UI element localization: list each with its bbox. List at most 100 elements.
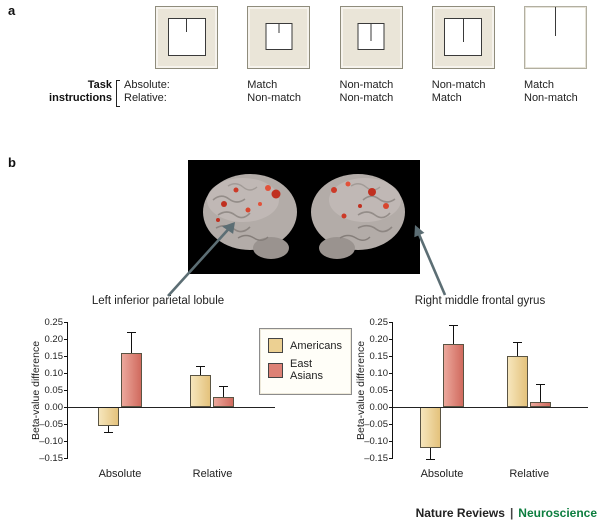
stimulus-frame [167, 17, 206, 56]
stimulus-box-2 [247, 6, 311, 69]
y-tick-mark [64, 389, 68, 391]
task-instructions-line1: Task [87, 79, 112, 91]
x-tick-label: Absolute [420, 468, 464, 480]
y-tick-label: –0.10 [39, 435, 63, 447]
y-tick-mark [64, 440, 68, 442]
y-tick-mark [64, 321, 68, 323]
x-tick-label: Relative [192, 468, 233, 480]
error-bar [130, 332, 132, 353]
relative-row-label: Relative: [124, 92, 167, 104]
y-tick-label: 0.25 [369, 316, 389, 328]
y-tick-mark [389, 372, 393, 374]
y-tick-label: 0.20 [369, 333, 389, 345]
error-bar-cap [425, 459, 435, 461]
error-bar-cap [219, 386, 229, 388]
stimulus-vertical-line [278, 24, 280, 33]
instruction-absolute: Non-match [431, 79, 486, 91]
stimulus-vertical-line [555, 7, 556, 36]
legend-item: East Asians [268, 358, 343, 382]
legend-swatch [268, 362, 283, 378]
stimulus-vertical-line [462, 18, 464, 42]
stimulus-box-3 [339, 6, 403, 69]
bar-americans-absolute [419, 407, 441, 448]
y-tick-mark [64, 457, 68, 459]
bar-americans-relative [506, 356, 528, 407]
y-tick-label: 0.00 [369, 401, 389, 413]
footer-journal: Neuroscience [518, 506, 597, 520]
y-tick-label: 0.10 [369, 367, 389, 379]
task-instructions-line2: instructions [49, 92, 112, 104]
y-tick-label: 0.20 [44, 333, 64, 345]
zero-line [68, 406, 275, 408]
y-tick-label: 0.05 [369, 384, 389, 396]
instruction-absolute: Match [247, 79, 278, 91]
y-tick-label: 0.15 [44, 350, 64, 362]
y-tick-mark [64, 423, 68, 425]
error-bar-cap [126, 331, 136, 333]
footer-brand: Nature Reviews [415, 506, 505, 520]
y-tick-mark [389, 440, 393, 442]
error-bar [223, 386, 225, 397]
bar-americans-relative [190, 374, 212, 407]
stimulus-vertical-line [370, 24, 372, 41]
legend-label: Americans [290, 339, 342, 352]
bar-east-asians-absolute [442, 344, 464, 407]
legend-swatch [268, 338, 283, 353]
brain-render-svg [188, 160, 420, 274]
error-bar [452, 325, 454, 345]
y-tick-label: 0.05 [44, 384, 64, 396]
legend-item: Americans [268, 338, 343, 353]
panel-b-label: b [8, 155, 16, 170]
legend-label: East Asians [290, 358, 324, 382]
y-tick-label: –0.10 [364, 435, 388, 447]
instruction-relative: Non-match [339, 92, 394, 104]
error-bar-cap [196, 365, 206, 367]
stimulus-box-5 [524, 6, 587, 69]
bar-east-asians-relative [529, 401, 551, 407]
y-tick-mark [389, 355, 393, 357]
y-tick-mark [389, 338, 393, 340]
y-tick-mark [64, 406, 68, 408]
stimulus-frame [357, 23, 385, 50]
error-bar [107, 425, 109, 433]
instruction-relative: Match [431, 92, 462, 104]
x-tick-label: Relative [509, 468, 550, 480]
y-tick-mark [389, 321, 393, 323]
y-tick-label: 0.10 [44, 367, 64, 379]
error-bar-cap [103, 432, 113, 433]
panel-a-label: a [8, 3, 16, 18]
bar-americans-absolute [97, 407, 119, 426]
right-chart-title: Right middle frontal gyrus [414, 295, 546, 307]
bar-east-asians-absolute [120, 352, 142, 407]
footer-separator: | [509, 506, 514, 520]
error-bar-cap [448, 324, 458, 326]
error-bar-cap [512, 341, 522, 343]
stimulus-box-4 [431, 6, 495, 69]
stimulus-box-1 [155, 6, 218, 69]
instruction-relative: Non-match [247, 92, 302, 104]
y-tick-mark [389, 389, 393, 391]
stimulus-frame [265, 23, 293, 50]
instruction-absolute: Match [524, 79, 554, 91]
y-tick-mark [64, 372, 68, 374]
instruction-absolute: Non-match [339, 79, 394, 91]
absolute-row-label: Absolute: [124, 79, 170, 91]
zero-line [393, 406, 588, 408]
stimulus-frame [444, 17, 483, 56]
x-tick-label: Absolute [98, 468, 142, 480]
brain-activation-image [188, 160, 420, 274]
bracket [116, 80, 120, 107]
left-chart-title: Left inferior parietal lobule [91, 295, 225, 307]
y-tick-mark [389, 423, 393, 425]
task-instructions-label: Task instructions [38, 79, 112, 105]
error-bar [200, 366, 202, 375]
y-tick-label: 0.25 [44, 316, 64, 328]
